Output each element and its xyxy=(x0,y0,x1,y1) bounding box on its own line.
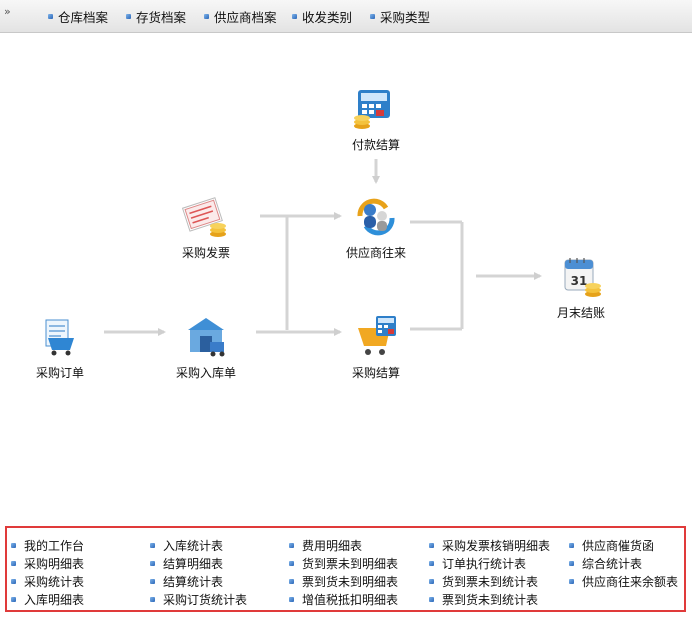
report-link-purchase-statistics[interactable]: 采购统计表 xyxy=(11,572,84,590)
toolbar-item-receive-dispatch-category[interactable]: 收发类别 xyxy=(292,7,352,25)
node-month-end-closing[interactable]: 31 月末结账 xyxy=(526,252,636,321)
report-link-label: 入库明细表 xyxy=(24,592,85,607)
node-purchase-order[interactable]: 采购订单 xyxy=(5,312,115,381)
node-label: 采购订单 xyxy=(35,366,84,380)
report-links-panel: 我的工作台 采购明细表 采购统计表 入库明细表 入库统计表 结算明细表 结算统计… xyxy=(5,526,686,612)
report-link-label: 货到票未到明细表 xyxy=(302,556,399,571)
bullet-icon xyxy=(569,560,574,566)
node-purchase-invoice[interactable]: 采购发票 xyxy=(151,192,261,261)
purchase-order-icon xyxy=(45,319,74,356)
toolbar-item-purchase-type[interactable]: 采购类型 xyxy=(370,7,430,25)
report-link-label: 票到货未到明细表 xyxy=(302,574,399,589)
bullet-icon xyxy=(204,13,209,19)
bullet-icon xyxy=(429,596,434,602)
toolbar-item-label: 收发类别 xyxy=(302,9,353,25)
report-link-invoice-writeoff-detail[interactable]: 采购发票核销明细表 xyxy=(429,536,550,554)
bullet-icon xyxy=(11,542,16,548)
bullet-icon xyxy=(289,560,294,566)
node-purchase-stock-in[interactable]: 采购入库单 xyxy=(151,312,261,381)
report-link-label: 票到货未到统计表 xyxy=(442,592,539,607)
toolbar-item-label: 采购类型 xyxy=(380,9,431,25)
node-label: 付款结算 xyxy=(351,138,400,152)
node-label: 月末结账 xyxy=(556,306,605,320)
bullet-icon xyxy=(48,13,53,19)
node-payment-settlement[interactable]: 付款结算 xyxy=(321,84,431,153)
bullet-icon xyxy=(429,578,434,584)
node-supplier-account[interactable]: 供应商往来 xyxy=(321,192,431,261)
report-link-label: 增值税抵扣明细表 xyxy=(302,592,399,607)
report-link-goods-arrived-invoice-pending-statistics[interactable]: 货到票未到统计表 xyxy=(429,572,538,590)
report-link-label: 订单执行统计表 xyxy=(442,556,527,571)
report-link-expense-detail[interactable]: 费用明细表 xyxy=(289,536,362,554)
svg-text:31: 31 xyxy=(571,274,588,288)
report-link-comprehensive-statistics[interactable]: 综合统计表 xyxy=(569,554,642,572)
toolbar-item-supplier-archive[interactable]: 供应商档案 xyxy=(204,7,277,25)
node-label: 供应商往来 xyxy=(345,246,406,260)
bullet-icon xyxy=(150,542,155,548)
toolbar-item-warehouse-archive[interactable]: 仓库档案 xyxy=(48,7,108,25)
report-link-label: 供应商往来余额表 xyxy=(582,574,679,589)
report-link-stock-in-detail[interactable]: 入库明细表 xyxy=(11,590,84,608)
calendar-icon: 31 xyxy=(564,258,601,297)
bullet-icon xyxy=(11,596,16,602)
report-link-settlement-statistics[interactable]: 结算统计表 xyxy=(150,572,223,590)
report-link-purchase-order-statistics[interactable]: 采购订货统计表 xyxy=(150,590,247,608)
report-link-label: 采购订货统计表 xyxy=(163,592,248,607)
bullet-icon xyxy=(429,560,434,566)
top-toolbar: » 仓库档案 存货档案 供应商档案 收发类别 采购类型 xyxy=(0,0,692,33)
bullet-icon xyxy=(569,578,574,584)
report-link-label: 费用明细表 xyxy=(302,538,363,553)
report-link-label: 入库统计表 xyxy=(163,538,224,553)
node-label: 采购结算 xyxy=(351,366,400,380)
bullet-icon xyxy=(370,13,375,19)
report-link-label: 采购明细表 xyxy=(24,556,85,571)
report-link-my-workbench[interactable]: 我的工作台 xyxy=(11,536,84,554)
bullet-icon xyxy=(150,596,155,602)
warehouse-icon xyxy=(188,318,225,357)
bullet-icon xyxy=(429,542,434,548)
payment-calculator-icon xyxy=(354,90,390,129)
node-label: 采购发票 xyxy=(181,246,230,260)
process-flow-canvas: 付款结算 采购发票 供应商往来 xyxy=(0,34,692,520)
report-link-invoice-arrived-goods-pending-statistics[interactable]: 票到货未到统计表 xyxy=(429,590,538,608)
bullet-icon xyxy=(11,578,16,584)
bullet-icon xyxy=(150,560,155,566)
report-link-order-execution-statistics[interactable]: 订单执行统计表 xyxy=(429,554,526,572)
report-link-label: 采购发票核销明细表 xyxy=(442,538,551,553)
report-link-stock-in-statistics[interactable]: 入库统计表 xyxy=(150,536,223,554)
toolbar-item-label: 供应商档案 xyxy=(214,9,277,25)
toolbar-item-label: 存货档案 xyxy=(136,9,187,25)
bullet-icon xyxy=(126,13,131,19)
toolbar-item-label: 仓库档案 xyxy=(58,9,109,25)
report-link-label: 货到票未到统计表 xyxy=(442,574,539,589)
bullet-icon xyxy=(150,578,155,584)
report-link-label: 结算统计表 xyxy=(163,574,224,589)
bullet-icon xyxy=(569,542,574,548)
report-link-purchase-detail[interactable]: 采购明细表 xyxy=(11,554,84,572)
report-link-label: 结算明细表 xyxy=(163,556,224,571)
report-link-label: 综合统计表 xyxy=(582,556,643,571)
report-link-settlement-detail[interactable]: 结算明细表 xyxy=(150,554,223,572)
bullet-icon xyxy=(289,596,294,602)
report-link-label: 供应商催货函 xyxy=(582,538,655,553)
report-link-label: 我的工作台 xyxy=(24,538,85,553)
report-link-label: 采购统计表 xyxy=(24,574,85,589)
bullet-icon xyxy=(289,578,294,584)
report-link-goods-arrived-invoice-pending-detail[interactable]: 货到票未到明细表 xyxy=(289,554,398,572)
toolbar-item-inventory-archive[interactable]: 存货档案 xyxy=(126,7,186,25)
invoice-documents-icon xyxy=(181,197,226,237)
expand-chevron-icon[interactable]: » xyxy=(4,5,11,18)
report-link-supplier-balance[interactable]: 供应商往来余额表 xyxy=(569,572,678,590)
bullet-icon xyxy=(292,13,297,19)
node-label: 采购入库单 xyxy=(175,366,236,380)
report-link-vat-deduction-detail[interactable]: 增值税抵扣明细表 xyxy=(289,590,398,608)
bullet-icon xyxy=(289,542,294,548)
bullet-icon xyxy=(11,560,16,566)
flow-connectors xyxy=(104,159,542,336)
report-link-supplier-reminder-letter[interactable]: 供应商催货函 xyxy=(569,536,654,554)
report-link-invoice-arrived-goods-pending-detail[interactable]: 票到货未到明细表 xyxy=(289,572,398,590)
shopping-cart-calculator-icon xyxy=(358,316,396,355)
supplier-exchange-icon xyxy=(357,198,395,236)
node-purchase-settlement[interactable]: 采购结算 xyxy=(321,312,431,381)
